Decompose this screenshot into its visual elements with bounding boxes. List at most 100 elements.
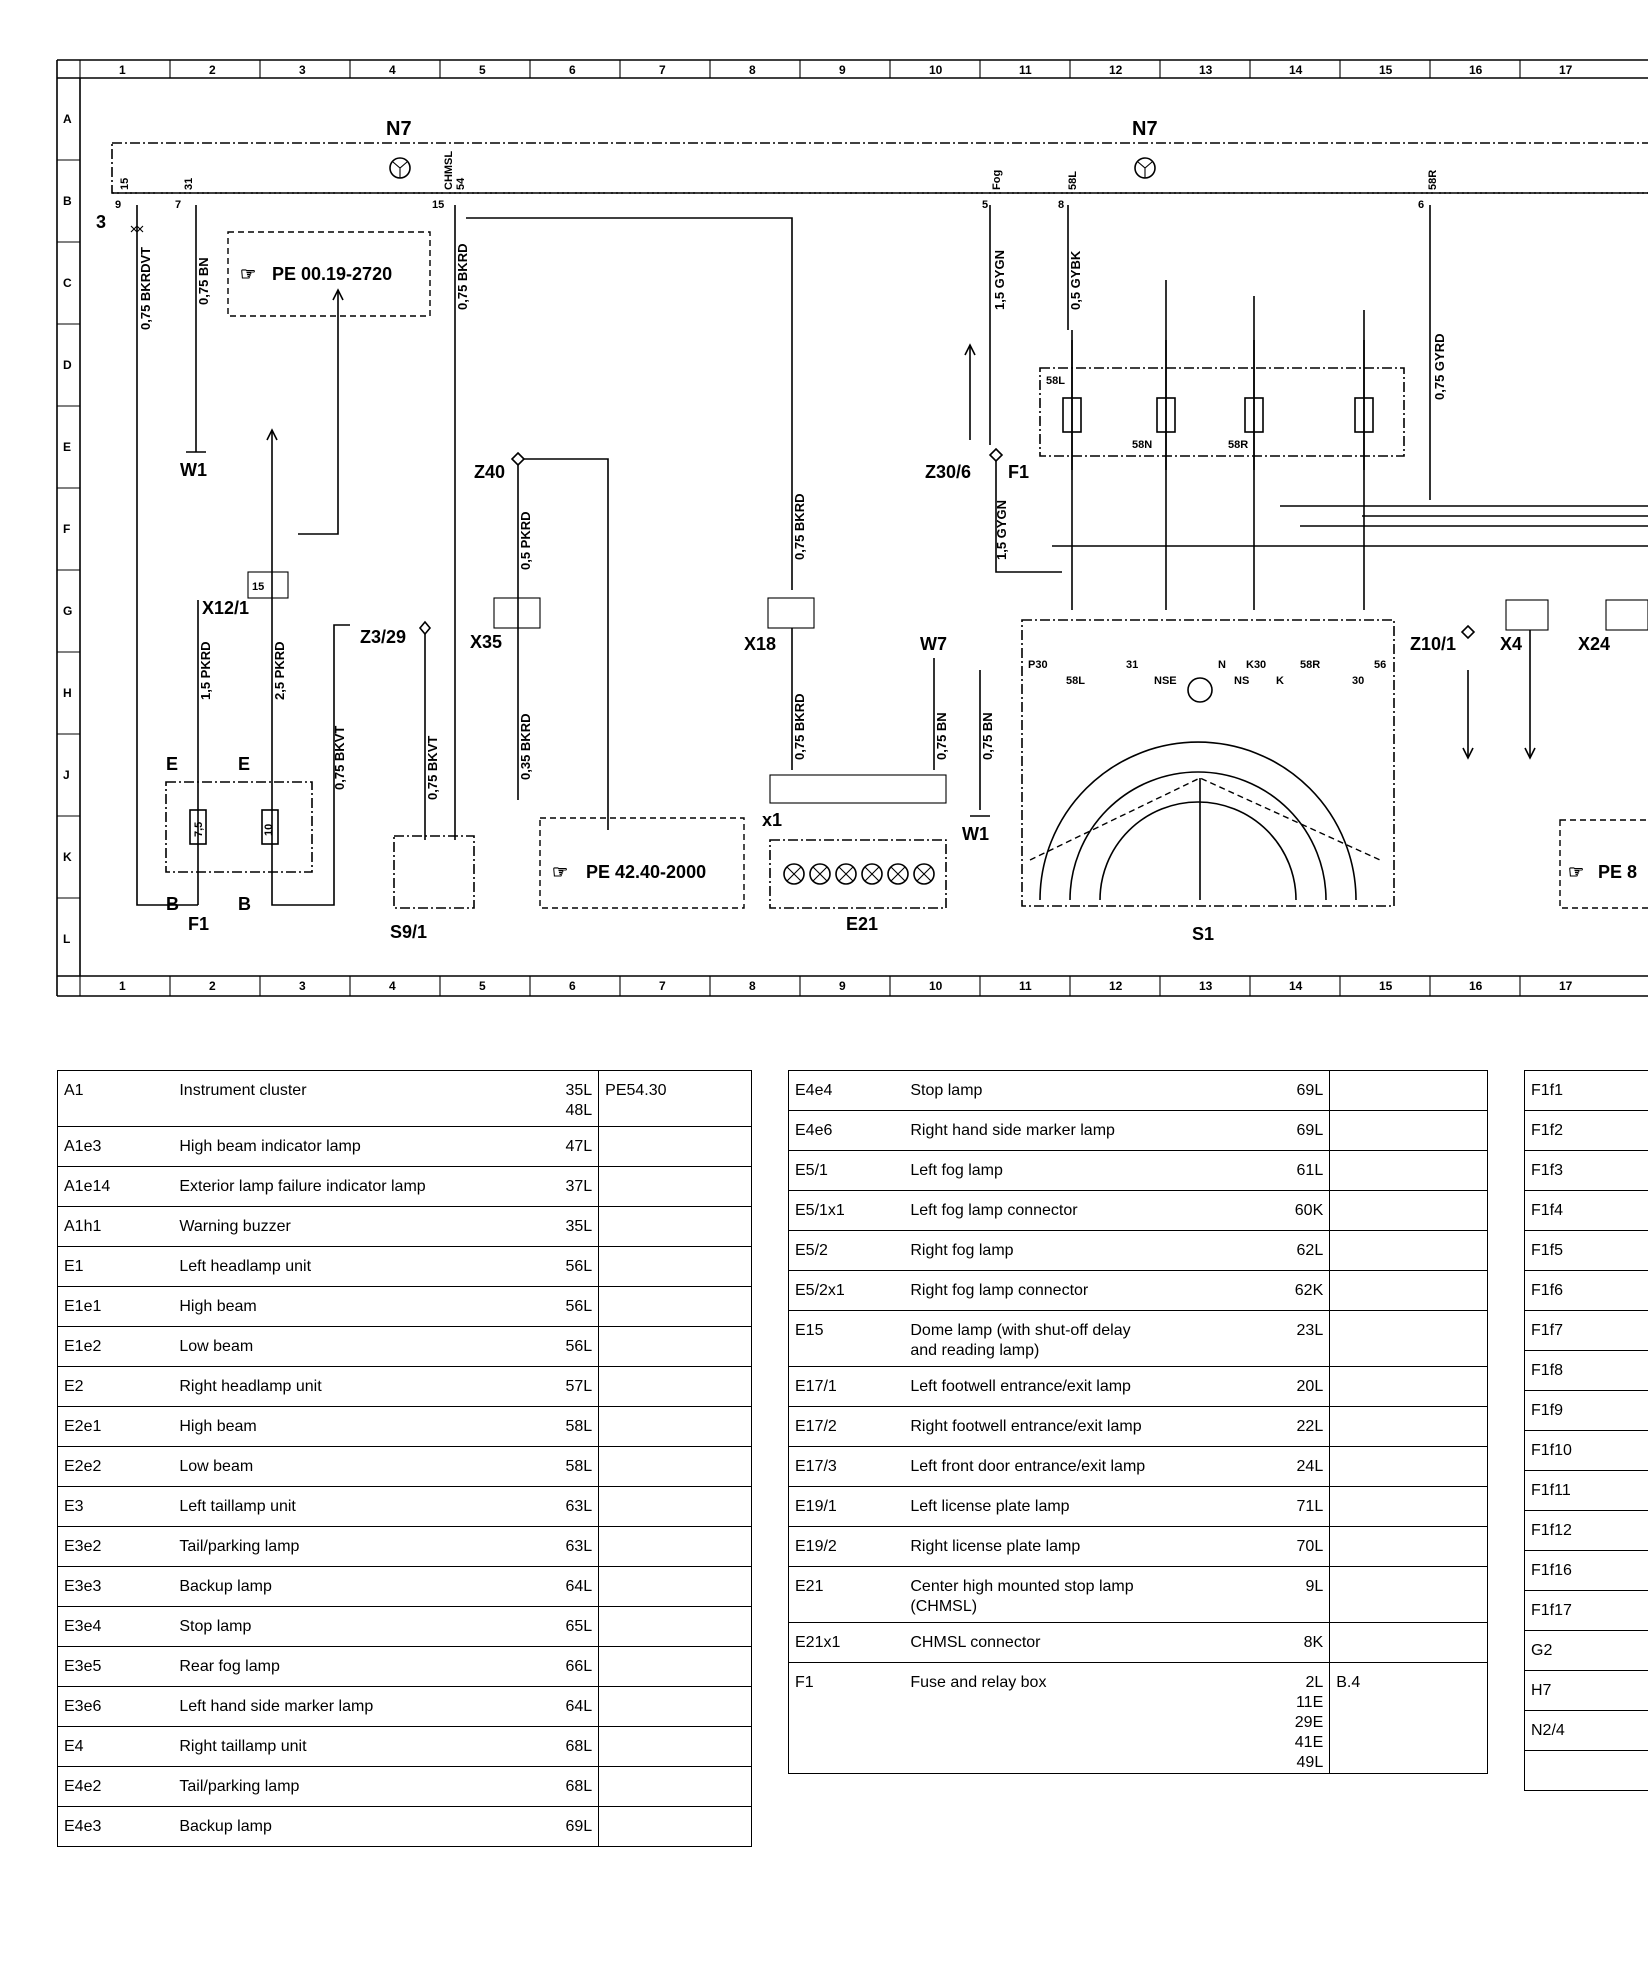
right-wiring: 1,5 GYGN 0,5 GYBK 0,75 GYRD Z30/6 F1 1,5… (925, 205, 1648, 944)
column-number: 4 (389, 63, 396, 77)
legend-cell-loc: 71L (1265, 1486, 1331, 1527)
x12-1-connector (247, 571, 289, 599)
legend-cell-loc: 56L (534, 1246, 600, 1287)
legend-cell-code: F1f1 (1524, 1070, 1648, 1111)
legend-cell-code: F1f5 (1524, 1230, 1648, 1271)
wire-label-0-35-bkrd: 0,35 BKRD (518, 714, 533, 780)
w1-ground-right: W1 (962, 824, 989, 844)
diagram-frame (56, 59, 1648, 997)
s1-label: S1 (1192, 924, 1214, 944)
n7-pin-fog: Fog (991, 170, 1003, 190)
legend-cell-desc: Left front door entrance/exit lamp (904, 1446, 1266, 1487)
legend-cell-desc: Left fog lamp connector (904, 1190, 1266, 1231)
s1-pin-label: NS (1234, 675, 1249, 687)
legend-cell-code: A1e3 (57, 1126, 174, 1167)
legend-cell-ref (1329, 1406, 1488, 1447)
s1-pin-label: N (1218, 659, 1226, 671)
legend-cell-loc: 35L 48L (534, 1070, 600, 1127)
column-number: 2 (209, 63, 216, 77)
n7-pin-31: 31 (183, 178, 195, 190)
n7-pin-3: 3 (96, 212, 106, 232)
legend-cell-desc: Right taillamp unit (173, 1726, 535, 1767)
legend-cell-ref (598, 1766, 752, 1807)
legend-cell-desc: CHMSL connector (904, 1622, 1266, 1663)
fuse-10-label: 10 (263, 824, 275, 836)
legend-row: G2 (1524, 1630, 1648, 1671)
column-number: 13 (1199, 979, 1213, 993)
legend-cell-code: E19/2 (788, 1526, 905, 1567)
legend-cell-loc: 58L (534, 1406, 600, 1447)
legend-cell-code: A1e14 (57, 1166, 174, 1207)
column-number: 2 (209, 979, 216, 993)
row-letter: K (63, 850, 72, 864)
pe-ref-1: PE 00.19-2720 (272, 264, 392, 284)
legend-cell-desc: Instrument cluster (173, 1070, 535, 1127)
legend-cell-desc: Left headlamp unit (173, 1246, 535, 1287)
e21-lamps (783, 863, 935, 885)
legend-cell-desc: Right fog lamp (904, 1230, 1266, 1271)
legend-cell-ref (598, 1406, 752, 1447)
lamp-icon (887, 863, 909, 885)
legend-cell-code: E2e2 (57, 1446, 174, 1487)
legend-cell-loc: 57L (534, 1366, 600, 1407)
f1-label-left: F1 (188, 914, 209, 934)
n7-pin-chmsl: CHMSL (443, 151, 455, 190)
wire-label-bkrd-x18: 0,75 BKRD (792, 494, 807, 560)
s1-pin-label: K30 (1246, 659, 1266, 671)
legend-cell-code: F1f6 (1524, 1270, 1648, 1311)
relays (1062, 340, 1374, 470)
hand-pointer-icon: ☞ (240, 264, 256, 284)
wire-label-bkrd-chmsl: 0,75 BKRD (455, 244, 470, 310)
legend-row: F1f4 (1524, 1190, 1648, 1231)
legend-row: F1f6 (1524, 1270, 1648, 1311)
row-letter: E (63, 440, 71, 454)
column-number: 1 (119, 63, 126, 77)
s1-pin-label: 58L (1066, 675, 1085, 687)
s1-pin-label: 30 (1352, 675, 1364, 687)
legend-cell-loc: 63L (534, 1526, 600, 1567)
legend-cell-ref (598, 1606, 752, 1647)
legend-cell-ref (1329, 1070, 1488, 1111)
wire-label-1-5-pkrd: 1,5 PKRD (198, 641, 213, 700)
pe-ref-box-3 (1559, 819, 1648, 909)
legend-cell-loc: 9L (1265, 1566, 1331, 1623)
hand-pointer-icon: ☞ (1568, 862, 1584, 882)
legend-cell-code: E3e2 (57, 1526, 174, 1567)
legend-cell-code: E17/3 (788, 1446, 905, 1487)
legend-cell-loc: 62K (1265, 1270, 1331, 1311)
splice-icon (418, 620, 432, 636)
legend-cell-ref (1329, 1446, 1488, 1487)
pe-ref-3: PE 8 (1598, 862, 1637, 882)
legend-row: F1f2 (1524, 1110, 1648, 1151)
column-number: 13 (1199, 63, 1213, 77)
legend-cell-ref (1329, 1526, 1488, 1567)
legend-cell-code: E5/2x1 (788, 1270, 905, 1311)
legend-row: F1f5 (1524, 1230, 1648, 1271)
legend-cell-code: E1e1 (57, 1286, 174, 1327)
row-letter: F (63, 522, 70, 536)
legend-cell-ref (598, 1326, 752, 1367)
legend-cell-desc: Tail/parking lamp (173, 1526, 535, 1567)
row-letter: B (63, 194, 72, 208)
legend-cell-loc: 23L (1265, 1310, 1331, 1367)
legend-cell-loc: 68L (534, 1726, 600, 1767)
row-letter: L (63, 932, 70, 946)
legend-cell-code: E3e4 (57, 1606, 174, 1647)
x12-1-label: X12/1 (202, 598, 249, 618)
legend-cell-loc: 47L (534, 1126, 600, 1167)
legend-cell-ref (1329, 1190, 1488, 1231)
legend-row (1524, 1750, 1648, 1791)
legend-cell-desc: Right footwell entrance/exit lamp (904, 1406, 1266, 1447)
